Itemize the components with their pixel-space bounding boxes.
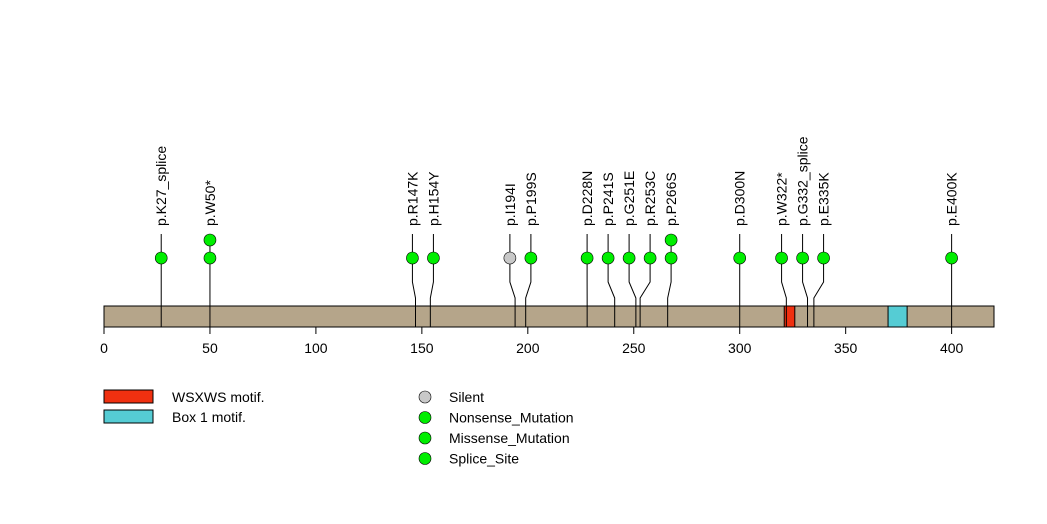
tick-label: 50 — [202, 340, 218, 356]
mutation-label: p.D300N — [732, 171, 748, 226]
legend-mutation-label: Silent — [449, 389, 484, 405]
mutation-label: p.P199S — [523, 172, 539, 226]
mutation-head — [775, 251, 788, 265]
mutation-label: p.E335K — [816, 172, 832, 226]
mutation-head — [406, 251, 419, 265]
legend-mutation-marker — [418, 452, 432, 465]
mutation-label: p.E400K — [944, 172, 960, 226]
mutation-head — [733, 251, 747, 265]
domain-box-1-motif- — [887, 305, 908, 328]
mutation-stem — [781, 234, 787, 306]
mutation-stem — [802, 234, 809, 306]
mutation-label: p.D228N — [579, 171, 595, 226]
mutation-stems — [160, 234, 953, 306]
tick-label: 0 — [100, 340, 108, 356]
legend: WSXWS motif. Box 1 motif. SilentNonsense_M… — [103, 389, 574, 467]
mutation-head — [580, 251, 594, 265]
mutation-label: p.P266S — [663, 172, 679, 226]
mutation-head — [203, 251, 217, 265]
mutation-head — [622, 251, 636, 265]
mutation-head — [601, 251, 615, 265]
tick-label: 150 — [410, 340, 434, 356]
mutation-head — [664, 251, 678, 265]
mutation-label: p.R147K — [404, 171, 420, 226]
legend-mutation-label: Nonsense_Mutation — [449, 410, 574, 426]
mutation-label: p.H154Y — [425, 171, 441, 226]
mutation-head — [945, 251, 958, 265]
mutation-stem — [813, 234, 825, 306]
tick-label: 250 — [622, 340, 646, 356]
legend-domain-swatch — [103, 409, 154, 424]
domains — [783, 305, 908, 328]
mutation-head — [427, 251, 440, 265]
mutation-label: p.R253C — [642, 171, 658, 226]
mutation-label: p.P241S — [600, 172, 616, 226]
legend-mutation-marker — [418, 390, 432, 404]
stem-bar-lines — [160, 306, 953, 327]
mutation-head — [796, 251, 809, 265]
tick-label: 400 — [940, 340, 964, 356]
mutation-head — [503, 251, 517, 265]
legend-mutation-label: Missense_Mutation — [449, 430, 570, 446]
legend-domain-label: WSXWS motif. — [172, 389, 265, 405]
legend-mutation-marker — [418, 411, 432, 424]
tick-label: 200 — [516, 340, 540, 356]
mutation-heads — [154, 233, 958, 265]
mutation-head — [154, 251, 168, 265]
x-axis: 0 50 100 150 200 250 300 350 400 — [100, 326, 964, 356]
tick-label: 100 — [304, 340, 328, 356]
mutation-label: p.I194I — [502, 183, 518, 226]
mutation-head — [643, 251, 657, 265]
mutation-label: p.K27_splice — [153, 146, 169, 226]
mutation-head — [524, 251, 538, 265]
legend-mutation-label: Splice_Site — [449, 451, 519, 467]
mutation-label: p.W322* — [774, 172, 790, 226]
legend-mutation-marker — [418, 431, 432, 445]
mutation-label: p.W50* — [202, 180, 218, 226]
mutation-stem — [509, 234, 516, 306]
mutation-stem — [525, 234, 532, 306]
mutation-stem — [429, 234, 434, 306]
tick-label: 300 — [728, 340, 752, 356]
mutation-head — [203, 233, 217, 247]
mutation-label: p.G332_splice — [795, 136, 811, 226]
mutation-head — [664, 233, 678, 247]
mutation-stem — [639, 234, 651, 306]
mutation-label: p.G251E — [621, 171, 637, 226]
mutation-labels: p.K27_splice p.W50* p.R147K p.H154Y p.I194I p… — [153, 136, 959, 226]
protein-bar — [103, 305, 995, 328]
mutation-stem — [628, 234, 637, 306]
mutation-head — [817, 251, 830, 265]
legend-domain-label: Box 1 motif. — [172, 409, 246, 425]
legend-domain-swatch — [103, 389, 154, 404]
domain-wsxws-motif- — [783, 305, 796, 328]
tick-label: 350 — [834, 340, 858, 356]
mutation-stem — [411, 234, 416, 306]
mutation-stem — [607, 234, 616, 306]
